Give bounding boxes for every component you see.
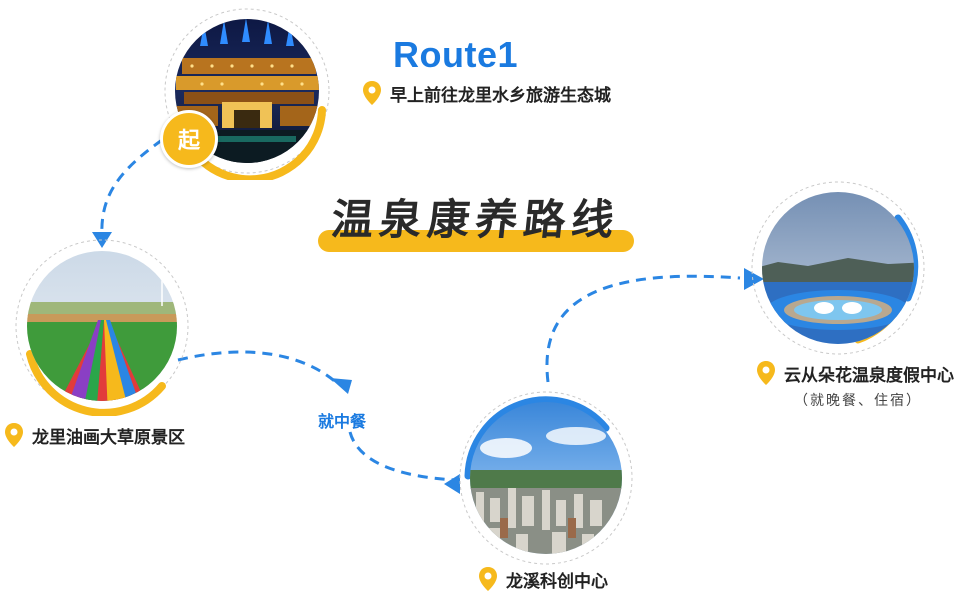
stop-name: 龙溪科创中心 [506, 571, 608, 592]
location-pin-icon [5, 423, 23, 447]
stop-label-3: 龙溪科创中心 [478, 566, 608, 592]
location-pin-icon [363, 81, 381, 105]
title-banner: 温泉康养路线 [318, 178, 634, 258]
start-badge: 起 [160, 110, 218, 168]
route-title: Route1 [393, 34, 519, 75]
title-highlight [318, 230, 634, 252]
arrow-head-icon [744, 268, 764, 290]
stop-name: 龙里油画大草原景区 [32, 427, 185, 448]
photo-grassland [15, 239, 189, 416]
stop-label-1: 早上前往龙里水乡旅游生态城 [362, 80, 611, 106]
arrow-head-icon [330, 378, 352, 394]
stop-name: 云从朵花温泉度假中心 [784, 365, 954, 386]
route-segment-4 [545, 274, 741, 383]
route-segment-1 [100, 138, 163, 237]
stop-note: （就晚餐、住宿） [794, 393, 922, 409]
lunch-label: 就中餐 [318, 412, 367, 431]
main-title: 温泉康养路线 [329, 195, 623, 244]
stop-label-4: 云从朵花温泉度假中心 [756, 360, 954, 386]
photo-city [459, 391, 633, 565]
route-segment-2 [177, 350, 339, 386]
location-pin-icon [757, 361, 775, 385]
photo-hot-spring [751, 181, 925, 355]
stop-name: 早上前往龙里水乡旅游生态城 [390, 85, 611, 106]
route-segment-3 [348, 431, 456, 482]
arrow-head-icon [444, 474, 460, 494]
stop-label-2: 龙里油画大草原景区 [4, 422, 185, 448]
location-pin-icon [479, 567, 497, 591]
